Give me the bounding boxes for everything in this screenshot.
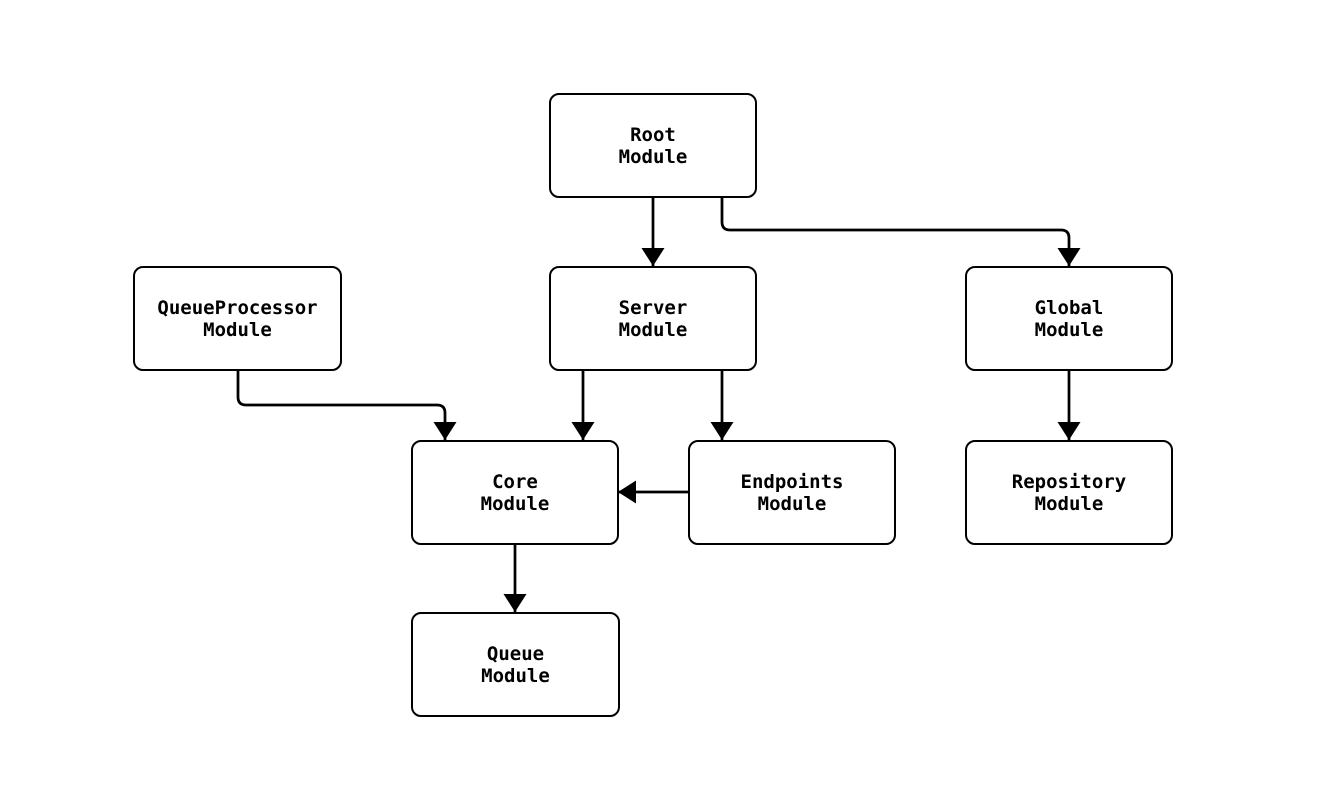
node-label: Queue Module bbox=[481, 642, 550, 687]
node-label: Core Module bbox=[480, 470, 550, 515]
node-endpoints-module: Endpoints Module bbox=[688, 440, 896, 545]
node-core-module: Core Module bbox=[411, 440, 619, 545]
node-repository-module: Repository Module bbox=[965, 440, 1173, 545]
edge-root-module-to-global-module bbox=[720, 198, 1081, 266]
node-label: Server Module bbox=[618, 296, 688, 341]
node-label: QueueProcessor Module bbox=[157, 296, 318, 341]
edge-queueprocessor-module-to-core-module bbox=[236, 371, 457, 440]
node-queue-module: Queue Module bbox=[411, 612, 620, 717]
node-queueprocessor-module: QueueProcessor Module bbox=[133, 266, 342, 371]
node-root-module: Root Module bbox=[549, 93, 757, 198]
node-global-module: Global Module bbox=[965, 266, 1173, 371]
node-server-module: Server Module bbox=[549, 266, 757, 371]
node-label: Global Module bbox=[1034, 296, 1104, 341]
node-label: Repository Module bbox=[1011, 470, 1127, 515]
node-label: Endpoints Module bbox=[740, 470, 844, 515]
node-label: Root Module bbox=[618, 123, 688, 168]
